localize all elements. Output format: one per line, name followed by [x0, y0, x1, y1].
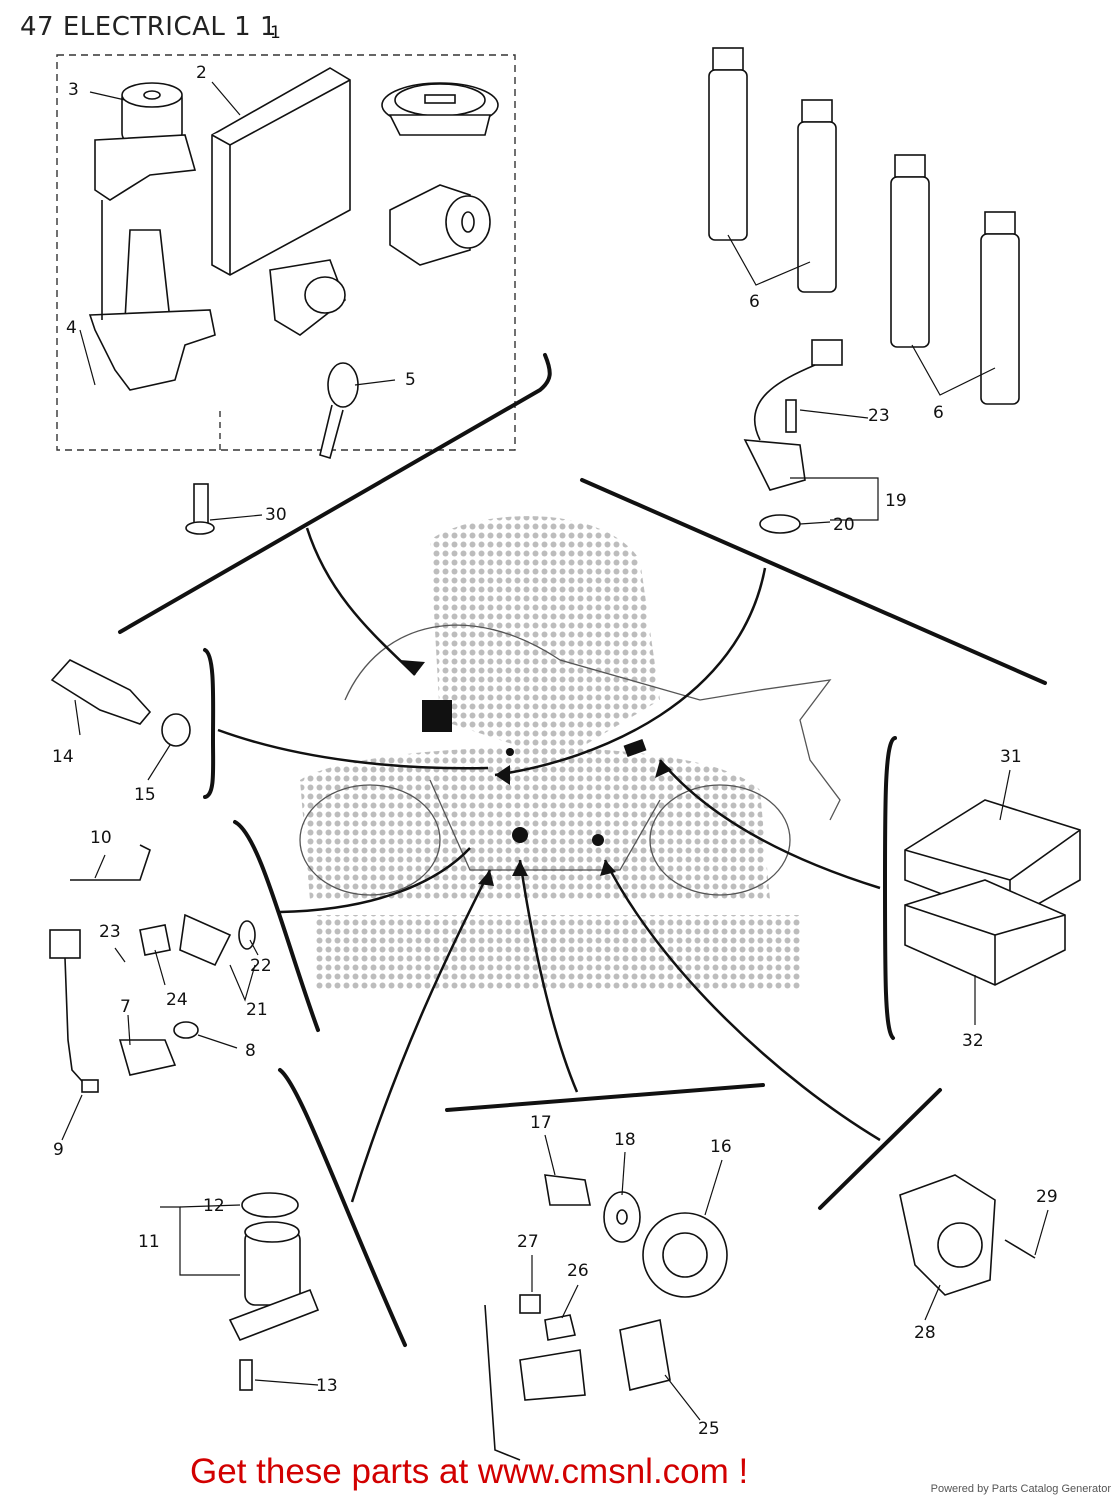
- callout-17: 17: [530, 1113, 552, 1133]
- callout-labels: 1 2 3 4 5 6 6 7 8 9 10 11 12 13 14 15 16…: [52, 23, 1058, 1439]
- callout-27: 27: [517, 1232, 539, 1252]
- callout-4: 4: [66, 318, 77, 338]
- ecu-icon: [211, 67, 351, 276]
- watermark-logo: [300, 516, 800, 990]
- callout-21: 21: [246, 1000, 268, 1020]
- temperature-sensor-icon: [50, 659, 191, 747]
- diagram-title: 47 ELECTRICAL 1 1: [20, 12, 277, 42]
- callout-1: 1: [270, 23, 281, 43]
- callout-28: 28: [914, 1323, 936, 1343]
- callout-30: 30: [265, 505, 287, 525]
- callout-29: 29: [1036, 1187, 1058, 1207]
- callout-3: 3: [68, 80, 79, 100]
- rotor-sensor-icon: [544, 1174, 728, 1298]
- callout-14: 14: [52, 747, 74, 767]
- callout-8: 8: [245, 1041, 256, 1061]
- bolt-30-icon: [185, 483, 215, 535]
- seat-lock-icon: [269, 184, 491, 336]
- bike-arrowheads: [400, 660, 672, 886]
- callout-32: 32: [962, 1031, 984, 1051]
- callout-6b: 6: [933, 403, 944, 423]
- callout-16: 16: [710, 1137, 732, 1157]
- callout-19: 19: [885, 491, 907, 511]
- callout-26: 26: [567, 1261, 589, 1281]
- throttle-sensor-icon: [899, 1174, 1036, 1296]
- leader-lines: [217, 527, 881, 1203]
- ignition-set-box: [56, 54, 516, 451]
- ignition-switch-icon: [88, 82, 216, 391]
- relay-icon: [228, 1192, 320, 1391]
- callout-22: 22: [250, 956, 272, 976]
- callout-6a: 6: [749, 292, 760, 312]
- callout-10: 10: [90, 828, 112, 848]
- callout-18: 18: [614, 1130, 636, 1150]
- motorcycle-outline-icon: [299, 624, 841, 896]
- callout-20: 20: [833, 515, 855, 535]
- callout-11: 11: [138, 1232, 160, 1252]
- callout-2: 2: [196, 63, 207, 83]
- speed-sensor-icon: [49, 844, 256, 1093]
- callout-25: 25: [698, 1419, 720, 1439]
- callout-15: 15: [134, 785, 156, 805]
- callout-23b: 23: [99, 922, 121, 942]
- callout-24: 24: [166, 990, 188, 1010]
- callout-23a: 23: [868, 406, 890, 426]
- callout-31: 31: [1000, 747, 1022, 767]
- control-unit-icon: [904, 799, 1081, 986]
- sensor-icon: [743, 339, 843, 534]
- callout-5: 5: [405, 370, 416, 390]
- callout-12: 12: [203, 1196, 225, 1216]
- crank-sensor-icon: [484, 1294, 671, 1461]
- callout-leaders: [61, 81, 1049, 1421]
- callout-13: 13: [316, 1376, 338, 1396]
- promo-link[interactable]: Get these parts at www.cmsnl.com !: [190, 1452, 749, 1491]
- key-icon: [319, 362, 359, 460]
- callout-9: 9: [53, 1140, 64, 1160]
- powered-by-text: Powered by Parts Catalog Generator: [930, 1483, 1111, 1495]
- ignition-coil-icon: [708, 47, 1020, 405]
- fuel-cap-lock-icon: [381, 82, 499, 136]
- group-brackets: [118, 353, 1047, 1347]
- callout-7: 7: [120, 997, 131, 1017]
